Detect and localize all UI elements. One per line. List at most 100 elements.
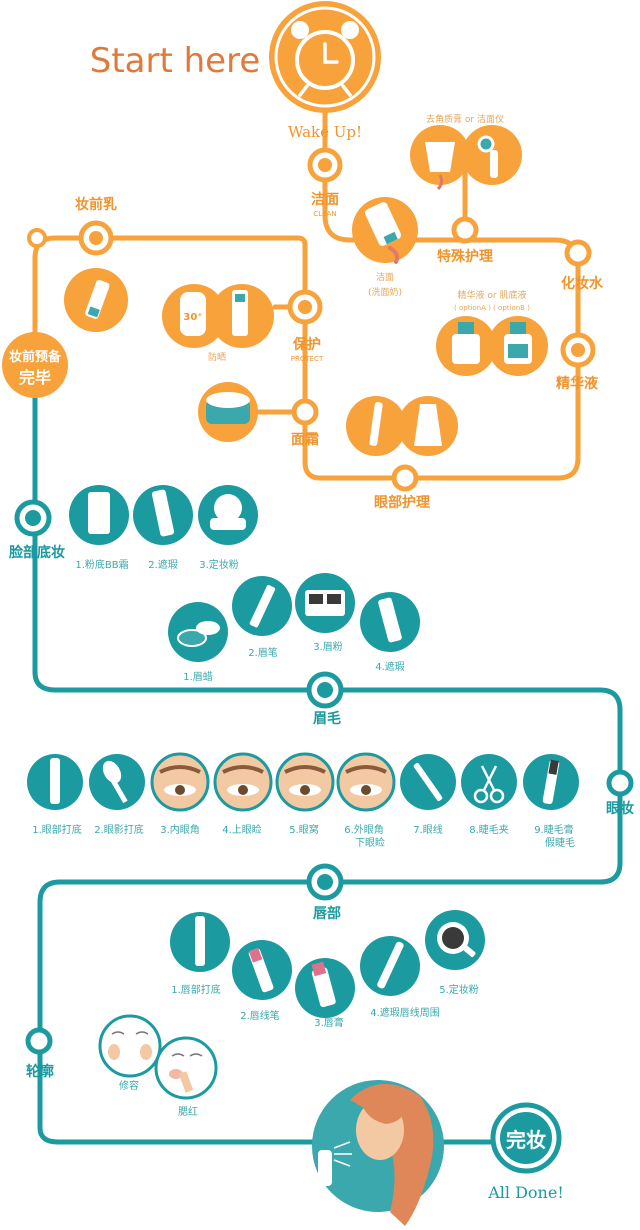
- cleanse-en: CLEAN: [313, 210, 336, 218]
- blush-face-icon: [154, 1036, 218, 1100]
- eyeliner-brush-icon: [400, 754, 456, 810]
- step-node: [564, 239, 592, 267]
- svg-text:30⁺: 30⁺: [183, 312, 202, 323]
- step-node: [78, 220, 114, 256]
- concealer-icon: [133, 485, 193, 545]
- brow-step-label: 1.眉蜡: [183, 671, 213, 683]
- lip-step-label: 3.唇膏: [314, 1016, 344, 1029]
- lip-step-label: 1.唇部打底: [171, 983, 221, 996]
- sunscreen-icon: 30⁺: [162, 284, 226, 348]
- serum-note-line1: 精华液 or 肌底液: [458, 289, 527, 301]
- start-here-title: Start here: [90, 41, 260, 81]
- eye-step-label: 9.睫毛膏: [534, 823, 574, 836]
- sunscreen-bottle-icon: [210, 284, 274, 348]
- eyeshadow-primer-icon: [89, 754, 145, 810]
- upper-lid-eye-icon: [213, 752, 273, 812]
- teal-flow-path: [32, 372, 623, 1145]
- lip-step-label: 4.遮瑕唇线周围: [370, 1006, 440, 1019]
- lip-concealer-icon: [360, 936, 420, 996]
- cleanse-title: 洁面: [311, 191, 339, 208]
- face-step-label: 2.遮瑕: [148, 558, 178, 571]
- step-node: [27, 228, 47, 248]
- contour-step-label: 腮红: [178, 1105, 198, 1118]
- all-done-badge-text: 完妆: [506, 1128, 546, 1152]
- prep-done-line2: 完毕: [19, 368, 51, 387]
- mascara-icon: [523, 754, 579, 810]
- brow-concealer-icon: [360, 592, 420, 652]
- primer-title: 妆前乳: [75, 196, 117, 213]
- lip-primer-icon: [170, 912, 230, 972]
- special-care-title: 特殊护理: [437, 248, 493, 265]
- primer-tube-icon: [64, 268, 128, 332]
- eye-step-label: 2.眼影打底: [94, 823, 144, 836]
- inner-corner-eye-icon: [150, 752, 210, 812]
- step-node: [25, 1027, 53, 1055]
- wake-up-label: Wake Up!: [288, 123, 362, 141]
- lip-liner-icon: [232, 940, 292, 1000]
- eye-care-title: 眼部护理: [374, 494, 430, 511]
- step-node: [451, 216, 479, 244]
- toner-title: 化妆水: [561, 275, 604, 292]
- brow-pencil-icon: [232, 576, 292, 636]
- eye-cream-icon: [398, 396, 458, 456]
- eye-step-label: 8.睫毛夹: [469, 823, 509, 836]
- brow-step-label: 2.眉笔: [248, 646, 278, 659]
- lipstick-icon: [295, 958, 355, 1018]
- eye-title: 眼妆: [606, 800, 634, 817]
- lip-powder-icon: [425, 910, 485, 970]
- cleansing-device-icon: [462, 125, 522, 185]
- eyelash-curler-icon: [461, 754, 517, 810]
- sunscreen-label: 防晒: [208, 351, 226, 363]
- eye-crease-icon: [275, 752, 335, 812]
- brow-step-label: 4.遮瑕: [375, 660, 405, 673]
- all-done-badge: 完妆: [490, 1102, 562, 1174]
- eye-step-label: 7.眼线: [413, 823, 443, 836]
- special-care-note: 去角质膏 or 洁面仪: [426, 113, 504, 125]
- brow-wax-icon: [168, 602, 228, 662]
- cream-title: 面霜: [291, 431, 319, 448]
- face-base-title: 脸部底妆: [9, 544, 65, 561]
- eye-step-label: 4.上眼睑: [222, 823, 262, 836]
- alarm-clock-icon: [269, 1, 381, 113]
- cleanser-item-line1: 洁面: [376, 271, 394, 283]
- contour-face-icon: [98, 1014, 162, 1078]
- contour-step-label: 修容: [119, 1079, 139, 1092]
- eye-step-label: 5.眼窝: [289, 823, 319, 836]
- eye-step-label: 1.眼部打底: [32, 823, 82, 836]
- foundation-icon: [69, 485, 129, 545]
- step-node: [14, 499, 52, 537]
- step-node: [287, 289, 323, 325]
- protect-title: 保护: [292, 336, 321, 353]
- face-cream-jar-icon: [198, 382, 258, 442]
- protect-en: PROTECT: [291, 355, 324, 363]
- outer-corner-eye-icon: [336, 752, 396, 812]
- eye-step-label: 3.内眼角: [160, 823, 200, 836]
- all-done-label: All Done!: [487, 1183, 564, 1202]
- step-node: [391, 464, 419, 492]
- serum-title: 精华液: [556, 375, 599, 392]
- eye-primer-icon: [27, 754, 83, 810]
- brow-step-label: 3.眉粉: [313, 640, 343, 653]
- lip-title: 唇部: [313, 905, 341, 922]
- prep-done-line1: 妆前预备: [9, 349, 62, 365]
- step-node: [560, 332, 596, 368]
- woman-with-setting-spray-icon: [312, 1080, 444, 1226]
- face-step-label: 1.粉底BB霜: [75, 558, 128, 571]
- brow-powder-icon: [295, 573, 355, 633]
- eye-serum-icon: [346, 396, 406, 456]
- face-step-label: 3.定妆粉: [199, 558, 239, 571]
- eye-step-label: 假睫毛: [545, 836, 575, 849]
- eye-step-label: 6.外眼角: [344, 824, 384, 836]
- eye-step-label: 下眼睑: [355, 836, 385, 849]
- brow-title: 眉毛: [313, 710, 341, 727]
- setting-powder-icon: [198, 485, 258, 545]
- serum-note-line2: ( optionA ) ( optionB ): [454, 304, 530, 312]
- lip-step-label: 2.唇线笔: [240, 1009, 280, 1022]
- step-node: [306, 863, 344, 901]
- step-node: [307, 147, 343, 183]
- cleanser-tube-icon: [352, 197, 418, 264]
- step-node: [306, 671, 344, 709]
- exfoliator-icon: [410, 125, 470, 191]
- prep-done-badge: 妆前预备 完毕: [2, 332, 68, 398]
